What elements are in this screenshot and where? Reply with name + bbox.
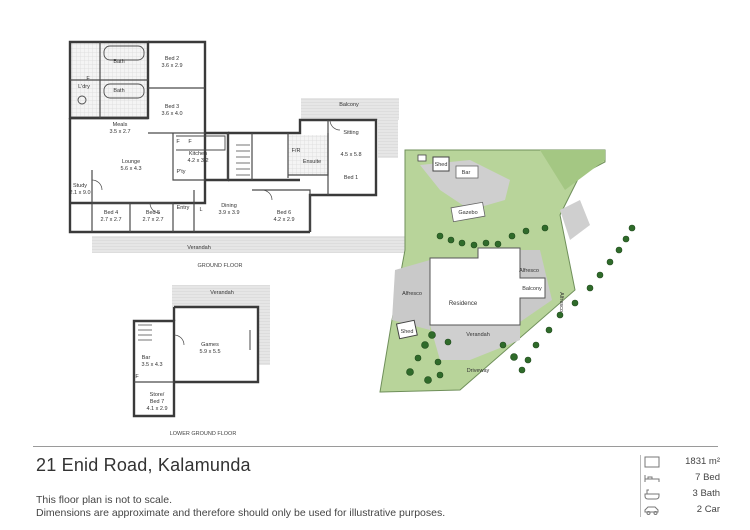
room-dims: 3.9 x 3.9 <box>218 210 239 216</box>
bed-icon <box>644 475 660 482</box>
stat-land: 1831 m² <box>640 455 720 471</box>
room-label: F/R <box>292 148 301 154</box>
room-label: Lounge <box>122 159 140 165</box>
site-label: Alfresco <box>402 291 422 297</box>
stats-separator <box>640 455 641 517</box>
ensuite-tiles <box>288 135 328 175</box>
room-label: Entry <box>177 205 190 211</box>
bar-structure <box>455 165 479 179</box>
site-label: Verandah <box>466 332 490 338</box>
lot-grass-dark <box>540 150 605 190</box>
disclaimer: This floor plan is not to scale. Dimensi… <box>36 494 445 520</box>
room-label: Study <box>73 183 87 189</box>
site-label: Residence <box>449 301 478 307</box>
room-label: Meals <box>113 122 128 128</box>
residence-footprint <box>429 247 546 326</box>
room-label: Bed 5 <box>146 210 160 216</box>
room-dims: 3.6 x 2.9 <box>161 63 182 69</box>
stat-beds: 7 Bed <box>640 471 720 487</box>
lower-verandah-side <box>258 285 270 365</box>
gazebo <box>450 201 486 223</box>
bed-count: 7 Bed <box>695 472 720 483</box>
bath-count: 3 Bath <box>692 488 720 499</box>
room-label: Bed 7 <box>150 399 164 405</box>
room-label: Balcony <box>339 102 359 108</box>
room-label: Verandah <box>187 245 211 251</box>
ground-floor-plan: Bed 2 3.6 x 2.9 Bath L'dry Bath Bed 3 3.… <box>68 40 405 269</box>
room-label: P'ty <box>177 169 186 175</box>
shed-left <box>395 319 418 340</box>
room-label: Bath <box>113 88 124 94</box>
alfresco-left-paving <box>392 260 430 330</box>
room-dims: 4.5 x 5.8 <box>340 152 361 158</box>
property-stats: 1831 m² 7 Bed 3 Bath 2 Car <box>640 455 720 519</box>
lower-floor-title: LOWER GROUND FLOOR <box>170 431 237 437</box>
site-label: Shed <box>401 329 414 335</box>
disclaimer-line: This floor plan is not to scale. <box>36 494 172 506</box>
room-label: L <box>199 207 202 213</box>
water-tank <box>417 154 427 162</box>
room-label: Store/ <box>150 392 165 398</box>
site-plan: Shed Bar Gazebo Alfresco Balcony Alfresc… <box>379 149 636 393</box>
room-dims: 5.9 x 5.5 <box>199 349 220 355</box>
shed-top <box>432 156 450 172</box>
side-pavement <box>560 200 590 240</box>
room-dims: 4.1 x 2.9 <box>146 406 167 412</box>
room-dims: 3.5 x 2.7 <box>109 129 130 135</box>
room-label: Bed 4 <box>104 210 118 216</box>
room-label: Kitchen <box>189 151 207 157</box>
property-address: 21 Enid Road, Kalamunda <box>36 455 251 475</box>
room-label: F <box>176 139 180 145</box>
floor-plans: Bed 2 3.6 x 2.9 Bath L'dry Bath Bed 3 3.… <box>68 40 636 437</box>
stat-cars: 2 Car <box>640 503 720 519</box>
room-dims: 4.2 x 3.2 <box>187 158 208 164</box>
room-label: Dining <box>221 203 237 209</box>
balcony-deck-side <box>378 98 398 158</box>
car-icon <box>644 506 659 515</box>
room-dims: 5.6 x 4.3 <box>120 166 141 172</box>
room-label: L'dry <box>78 84 90 90</box>
driveway-paving <box>430 325 520 360</box>
rear-pavement <box>420 160 510 210</box>
room-label: Bed 6 <box>277 210 291 216</box>
disclaimer-line: Dimensions are approximate and therefore… <box>36 507 446 519</box>
trees <box>406 224 636 384</box>
footer-divider <box>33 446 718 447</box>
room-dims: 4.2 x 2.9 <box>273 217 294 223</box>
room-label: F <box>86 76 90 82</box>
site-label: Bar <box>462 170 471 176</box>
bath-icon <box>644 489 660 500</box>
ground-verandah-deck <box>92 236 405 253</box>
land-area-icon <box>644 456 660 468</box>
land-area-value: 1831 m² <box>685 456 720 467</box>
room-label: Bed 2 <box>165 56 179 62</box>
room-label: Bar <box>142 355 151 361</box>
room-label: Ensuite <box>303 159 321 165</box>
lower-verandah-deck <box>172 285 270 307</box>
room-dims: 2.1 x 9.0 <box>69 190 90 196</box>
room-label: Bed 1 <box>344 175 358 181</box>
site-label: Alfresco <box>519 268 539 274</box>
room-dims: 2.7 x 2.7 <box>142 217 163 223</box>
room-dims: 3.5 x 4.3 <box>141 362 162 368</box>
site-label: Driveway <box>467 368 490 374</box>
car-count: 2 Car <box>696 504 720 515</box>
room-label: Games <box>201 342 219 348</box>
room-label: Verandah <box>210 290 234 296</box>
balcony-deck <box>301 98 399 120</box>
room-label: Sitting <box>343 130 358 136</box>
site-label: Alfresco <box>558 292 564 312</box>
site-label: Gazebo <box>458 210 477 216</box>
room-dims: 2.7 x 2.7 <box>100 217 121 223</box>
room-label: F <box>135 374 139 380</box>
ground-floor-title: GROUND FLOOR <box>198 263 243 269</box>
room-label: F <box>188 139 192 145</box>
site-label: Shed <box>435 162 448 168</box>
room-label: Bath <box>113 59 124 65</box>
room-label: Bed 3 <box>165 104 179 110</box>
site-label: Balcony <box>522 286 542 292</box>
room-dims: 3.6 x 4.0 <box>161 111 182 117</box>
stat-baths: 3 Bath <box>640 487 720 503</box>
lower-ground-floor-plan: Verandah Games 5.9 x 5.5 Bar 3.5 x 4.3 F… <box>132 285 270 437</box>
